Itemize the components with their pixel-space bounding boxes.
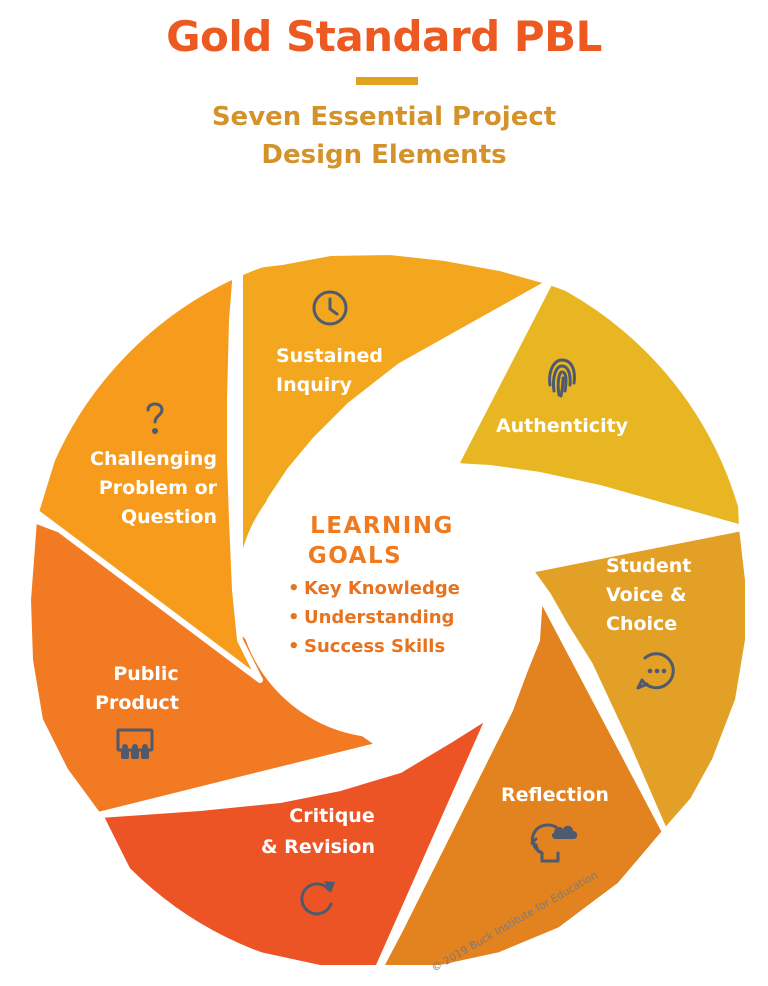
refresh-arrow-icon — [300, 881, 335, 916]
label-line: Question — [121, 506, 217, 528]
head-cloud-icon — [530, 823, 578, 863]
segment-label-challenging-problem: Challenging Problem or Question — [90, 448, 218, 528]
bullet: • — [288, 607, 300, 628]
center-circle — [237, 442, 533, 738]
label-line: & Revision — [261, 836, 375, 858]
center-list: • Key Knowledge • Understanding • Succes… — [288, 578, 460, 657]
label-line: Choice — [606, 613, 677, 635]
center-list-item: Success Skills — [304, 636, 445, 657]
wheel-segment — [377, 592, 668, 971]
label-line: Public — [113, 663, 178, 685]
subtitle-line: Seven Essential Project — [211, 102, 557, 132]
label-line: Authenticity — [496, 415, 629, 437]
segment-label-reflection: Reflection — [501, 784, 609, 806]
fingerprint-icon — [548, 358, 576, 398]
center-list-item: Understanding — [304, 607, 454, 628]
page-subtitle: Seven Essential Project Design Elements — [0, 98, 768, 174]
clock-icon — [312, 290, 348, 326]
subtitle-line: Design Elements — [261, 140, 507, 170]
label-line: Product — [95, 692, 179, 714]
page-title: Gold Standard PBL — [166, 12, 602, 61]
wheel-outer-edge — [9, 231, 767, 986]
label-line: Student — [606, 555, 691, 577]
segment-label-student-voice-choice: Student Voice & Choice — [606, 555, 691, 635]
label-line: Voice & — [606, 584, 687, 606]
segment-label-authenticity: Authenticity — [496, 415, 629, 437]
label-line: Reflection — [501, 784, 609, 806]
segment-label-public-product: Public Product — [95, 663, 179, 714]
bullet: • — [288, 636, 300, 657]
bullet: • — [288, 578, 300, 599]
chat-bubble-icon — [636, 652, 675, 690]
label-line: Inquiry — [276, 374, 353, 396]
label-line: Challenging — [90, 448, 217, 470]
segment-label-sustained-inquiry: Sustained Inquiry — [276, 345, 383, 396]
center-heading-line: GOALS — [308, 543, 402, 569]
center-heading-line: LEARNING — [310, 513, 454, 539]
center-list-item: Key Knowledge — [304, 578, 460, 599]
presentation-icon — [116, 728, 154, 759]
wheel-segments — [9, 231, 767, 986]
segment-label-critique-revision: Critique & Revision — [261, 805, 375, 858]
title-divider — [356, 77, 418, 85]
question-mark-icon — [146, 402, 164, 434]
label-line: Critique — [289, 805, 374, 827]
label-line: Problem or — [99, 477, 218, 499]
label-line: Sustained — [276, 345, 383, 367]
